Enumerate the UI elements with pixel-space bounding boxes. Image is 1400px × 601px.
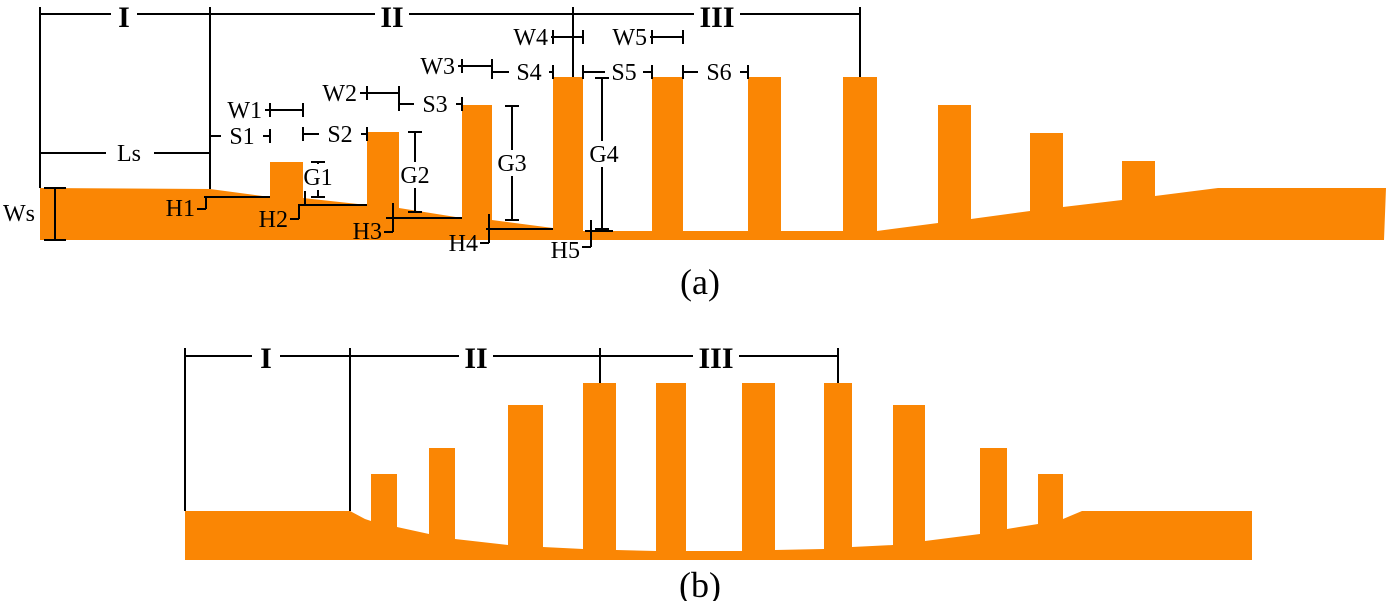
dim-w5-label: W5 bbox=[612, 25, 647, 51]
dim-w4: W4 bbox=[513, 25, 584, 51]
region-label-b-I: I bbox=[260, 342, 272, 375]
dim-h5-label: H5 bbox=[551, 238, 580, 264]
dim-h4-line bbox=[480, 214, 553, 244]
dim-h4: H4 bbox=[449, 214, 553, 257]
label-gap bbox=[414, 92, 456, 116]
dim-s2: S2 bbox=[302, 122, 368, 148]
dim-s6: S6 bbox=[682, 60, 749, 86]
dim-g2: G2 bbox=[400, 131, 430, 213]
region-scale-lines-a bbox=[39, 7, 861, 189]
dim-w2: W2 bbox=[322, 81, 400, 107]
label-gap bbox=[303, 164, 333, 190]
label-gap bbox=[111, 2, 137, 28]
dim-h1-label: H1 bbox=[166, 196, 195, 222]
dim-h3-line bbox=[384, 203, 462, 233]
dim-w1-line bbox=[265, 103, 304, 117]
dim-h3: H3 bbox=[353, 203, 462, 245]
dim-s5: S5 bbox=[582, 60, 653, 86]
dim-w3-line bbox=[458, 59, 493, 73]
dim-h4-label: H4 bbox=[449, 231, 478, 257]
dim-s3: S3 bbox=[398, 92, 463, 118]
dim-g3-label: G3 bbox=[497, 151, 526, 177]
panel-b-region-scale: I II III bbox=[184, 342, 839, 511]
label-gap bbox=[509, 60, 549, 84]
dim-w4-line bbox=[551, 30, 584, 44]
region-label-b-II: II bbox=[464, 342, 487, 375]
dim-g1-label: G1 bbox=[303, 165, 332, 191]
dim-s1: S1 bbox=[210, 124, 271, 150]
dim-s2-label: S2 bbox=[327, 122, 352, 148]
dim-g4-label: G4 bbox=[589, 142, 618, 168]
label-gap bbox=[221, 124, 263, 148]
dim-h2-label: H2 bbox=[259, 207, 288, 233]
dim-w1: W1 bbox=[227, 98, 304, 124]
label-gap bbox=[694, 2, 740, 28]
label-gap bbox=[459, 343, 493, 369]
dim-s6-label: S6 bbox=[706, 60, 731, 86]
panel-a-structure bbox=[40, 77, 1386, 240]
dim-ls: Ls bbox=[40, 140, 210, 167]
dim-w3: W3 bbox=[420, 54, 493, 80]
dim-s1-label: S1 bbox=[229, 124, 254, 150]
dim-h3-label: H3 bbox=[353, 219, 382, 245]
panel-a-region-scale: I II III bbox=[39, 1, 861, 189]
dim-h2: H2 bbox=[259, 191, 367, 233]
dim-g1: G1 bbox=[303, 161, 333, 198]
region-scale-lines-b bbox=[184, 348, 839, 511]
dim-ws-label: Ws bbox=[3, 201, 35, 227]
label-gap bbox=[693, 343, 739, 369]
label-gap bbox=[497, 150, 527, 176]
dim-w5-line bbox=[650, 30, 684, 44]
label-gap bbox=[375, 2, 409, 28]
label-gap bbox=[319, 122, 361, 146]
dim-w2-label: W2 bbox=[322, 81, 357, 107]
dim-g2-label: G2 bbox=[400, 163, 429, 189]
panel-b-caption: (b) bbox=[679, 565, 721, 601]
dim-g4: G4 bbox=[588, 77, 620, 230]
dim-h2-line bbox=[290, 191, 367, 220]
region-label-a-II: II bbox=[380, 1, 403, 34]
label-gap bbox=[588, 141, 620, 167]
label-gap bbox=[252, 343, 280, 369]
region-label-a-III: III bbox=[699, 1, 734, 34]
dim-s4-label: S4 bbox=[516, 60, 541, 86]
dim-w5: W5 bbox=[612, 25, 684, 51]
dim-w3-label: W3 bbox=[420, 54, 455, 80]
dim-g3: G3 bbox=[497, 105, 527, 221]
dim-s5-label: S5 bbox=[611, 60, 636, 86]
dim-h5: H5 bbox=[551, 220, 613, 264]
region-label-b-III: III bbox=[698, 342, 733, 375]
panel-b-structure bbox=[185, 383, 1252, 560]
dim-h1-line bbox=[197, 196, 270, 210]
label-gap bbox=[605, 60, 643, 84]
dim-ws-line bbox=[44, 187, 66, 241]
label-gap bbox=[400, 162, 430, 188]
dim-h5-line bbox=[582, 220, 613, 248]
panel-a: I II III Ls Ws W1 W2 W3 W bbox=[3, 1, 1386, 302]
dim-ls-label: Ls bbox=[117, 141, 141, 167]
label-gap bbox=[698, 60, 740, 84]
dim-s3-label: S3 bbox=[422, 92, 447, 118]
label-gap bbox=[106, 140, 154, 165]
panel-a-caption: (a) bbox=[680, 262, 720, 302]
dim-ws: Ws bbox=[3, 187, 66, 241]
dim-w1-label: W1 bbox=[227, 98, 262, 124]
panel-b: I II III (b) bbox=[184, 342, 1252, 601]
dim-w2-line bbox=[360, 86, 400, 100]
region-label-a-I: I bbox=[118, 1, 130, 34]
dim-s4: S4 bbox=[491, 60, 554, 86]
dim-h1: H1 bbox=[166, 196, 270, 222]
dim-w4-label: W4 bbox=[513, 25, 548, 51]
